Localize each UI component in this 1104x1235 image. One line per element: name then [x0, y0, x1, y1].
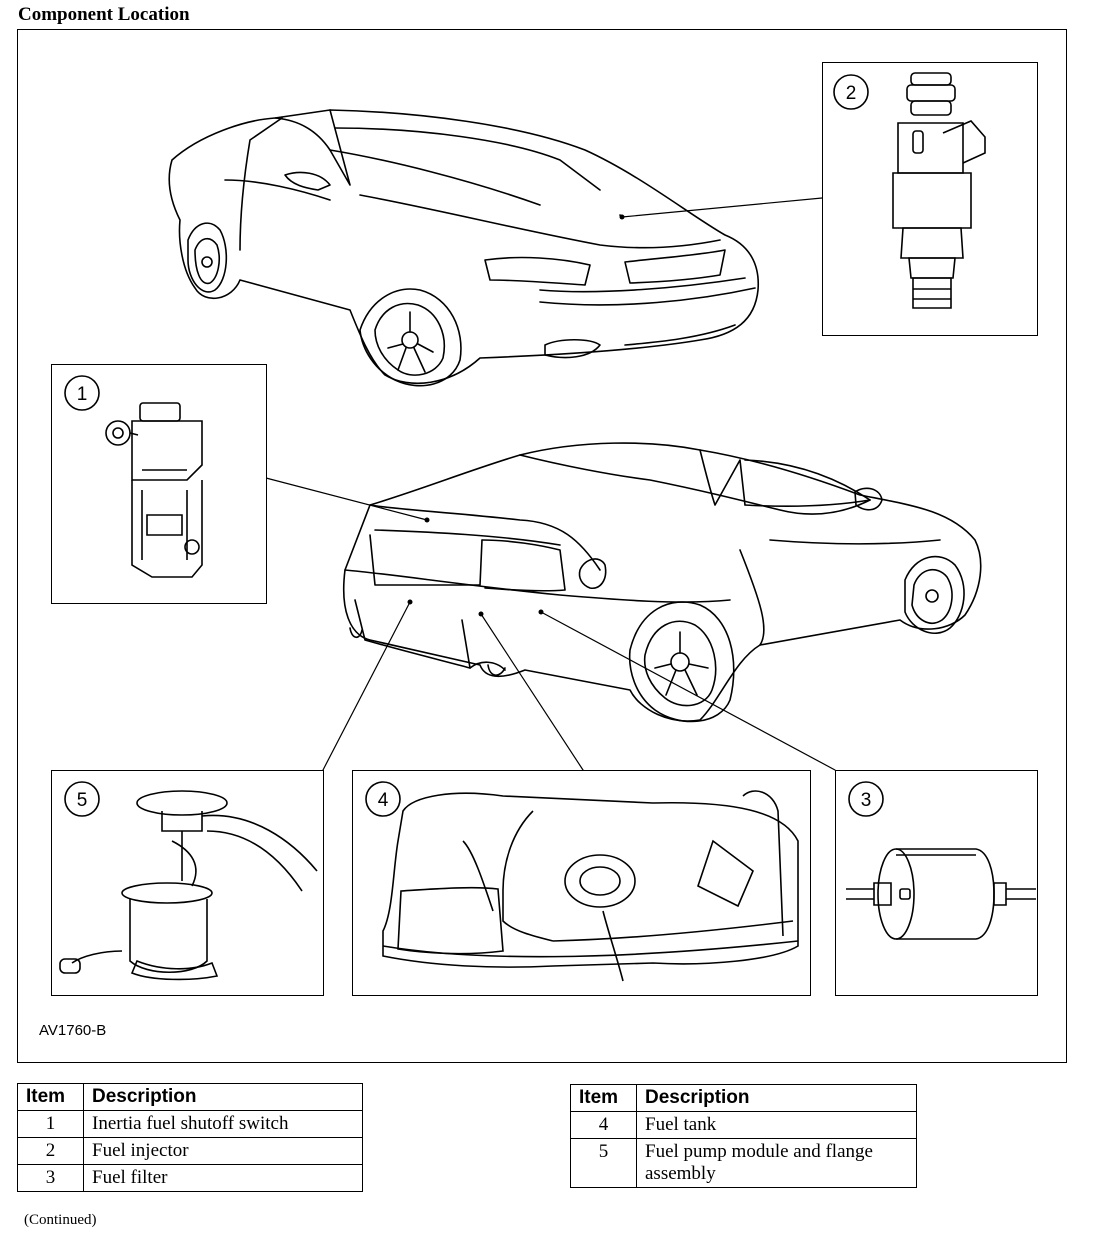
table-row: 3 Fuel filter	[17, 1164, 363, 1192]
table-row: 2 Fuel injector	[17, 1137, 363, 1165]
diagram-frame	[17, 29, 1067, 1063]
column-header: Item	[17, 1083, 84, 1111]
callout-1: 1	[77, 384, 88, 405]
item-description: Inertia fuel shutoff switch	[83, 1110, 363, 1138]
table-row: 1 Inertia fuel shutoff switch	[17, 1110, 363, 1138]
fuel-injector-icon	[892, 72, 986, 309]
item-description: Fuel pump module and flange assembly	[636, 1138, 917, 1188]
column-header: Description	[83, 1083, 363, 1111]
inset-inertia-switch: 1	[51, 364, 267, 604]
item-number: 4	[570, 1111, 637, 1139]
inset-fuel-injector: 2	[822, 62, 1038, 336]
legend-table-left: Item Description 1 Inertia fuel shutoff …	[17, 1083, 363, 1192]
inset-fuel-pump-module: 5	[51, 770, 324, 996]
item-number: 5	[570, 1138, 637, 1188]
figure-id: AV1760-B	[39, 1022, 107, 1039]
item-description: Fuel tank	[636, 1111, 917, 1139]
page-title: Component Location	[18, 4, 190, 25]
table-row: 4 Fuel tank	[570, 1111, 917, 1139]
callout-5: 5	[77, 790, 88, 811]
leader-lines	[265, 197, 836, 771]
inset-fuel-tank: 4	[352, 770, 811, 996]
table-row: 5 Fuel pump module and flange assembly	[570, 1138, 917, 1188]
fuel-pump-icon	[59, 790, 318, 981]
item-number: 3	[17, 1164, 84, 1192]
column-header: Description	[636, 1084, 917, 1112]
inset-fuel-filter: 3	[835, 770, 1038, 996]
item-number: 1	[17, 1110, 84, 1138]
item-description: Fuel injector	[83, 1137, 363, 1165]
fuel-tank-icon	[382, 790, 799, 982]
front-car-illustration	[168, 109, 760, 387]
item-number: 2	[17, 1137, 84, 1165]
continued-note: (Continued)	[24, 1212, 97, 1228]
diagram-art	[168, 109, 982, 771]
fuel-filter-icon	[846, 848, 1036, 940]
column-header: Item	[570, 1084, 637, 1112]
table-header-row: Item Description	[570, 1084, 917, 1112]
callout-2: 2	[846, 83, 857, 104]
inertia-switch-icon	[105, 402, 203, 578]
item-description: Fuel filter	[83, 1164, 363, 1192]
table-header-row: Item Description	[17, 1083, 363, 1111]
rear-car-illustration	[342, 442, 982, 723]
legend-table-right: Item Description 4 Fuel tank 5 Fuel pump…	[570, 1084, 917, 1188]
callout-4: 4	[378, 790, 389, 811]
callout-3: 3	[861, 790, 872, 811]
